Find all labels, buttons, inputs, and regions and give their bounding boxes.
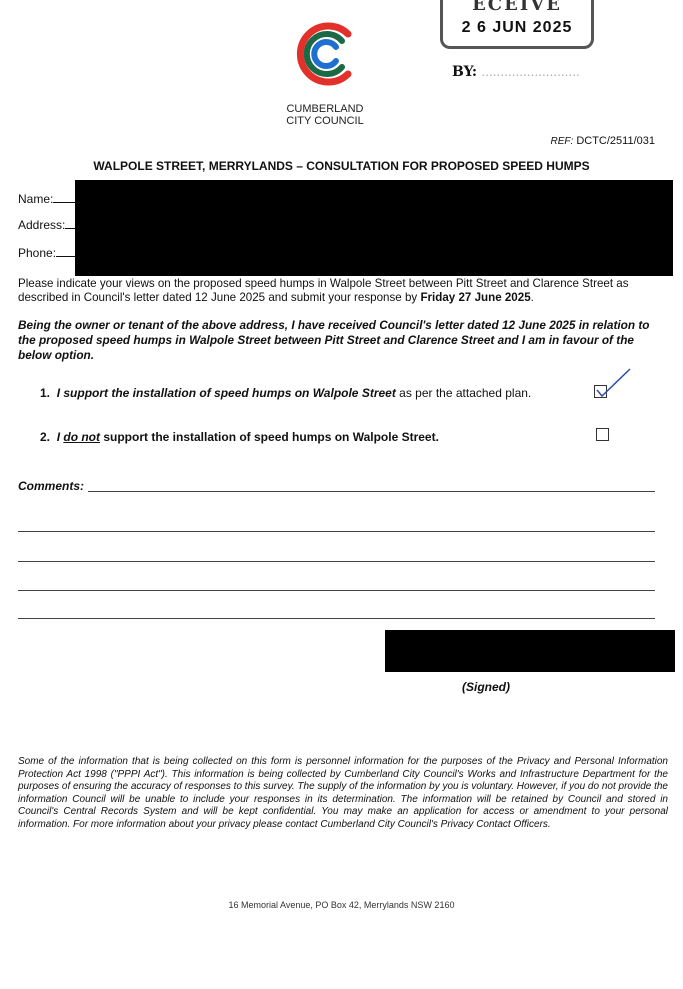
intro-text: Please indicate your views on the propos…: [18, 277, 629, 304]
redaction-block: [75, 180, 673, 276]
stamp-by: BY: ..........................: [452, 64, 580, 80]
option-number: 1.: [40, 386, 51, 400]
intro-paragraph: Please indicate your views on the propos…: [18, 277, 629, 304]
comment-line[interactable]: [18, 590, 655, 591]
comment-line[interactable]: [18, 618, 655, 619]
signed-label: (Signed): [462, 680, 510, 694]
option-oppose: 2. I do not support the installation of …: [40, 430, 439, 444]
received-stamp: ECEIVE 2 6 JUN 2025: [440, 0, 594, 49]
checkmark-icon: [596, 368, 631, 398]
deadline: Friday 27 June 2025: [420, 291, 531, 304]
oppose-checkbox[interactable]: [596, 428, 609, 441]
privacy-notice: Some of the information that is being co…: [18, 756, 668, 830]
page-title: WALPOLE STREET, MERRYLANDS – CONSULTATIO…: [93, 159, 590, 173]
option-text: I support the installation of speed hump…: [56, 386, 396, 400]
comment-line[interactable]: [18, 561, 655, 562]
option-text-rest: as per the attached plan.: [395, 386, 532, 400]
comment-line[interactable]: [88, 491, 655, 492]
option-text-underlined: do not: [63, 430, 101, 444]
declaration: Being the owner or tenant of the above a…: [18, 318, 650, 362]
option-support: 1. I support the installation of speed h…: [40, 386, 531, 400]
stamp-date: 2 6 JUN 2025: [461, 19, 573, 36]
name-label: Name:: [18, 192, 54, 206]
stamp-word: ECEIVE: [472, 0, 562, 15]
ref-value: DCTC/2511/031: [576, 135, 655, 147]
footer-address: 16 Memorial Avenue, PO Box 42, Merryland…: [228, 900, 455, 910]
phone-label: Phone:: [18, 246, 57, 260]
ref-label: REF:: [550, 136, 574, 147]
option-text-pre: I: [56, 430, 64, 444]
stamp-by-label: BY:: [452, 64, 478, 80]
signature-redaction: [385, 630, 675, 672]
comments-label: Comments:: [18, 479, 85, 493]
reference: REF: DCTC/2511/031: [550, 135, 655, 147]
council-name-line2: CITY COUNCIL: [286, 115, 364, 127]
address-label: Address:: [18, 218, 66, 232]
stamp-by-dots: ..........................: [481, 68, 581, 78]
name-field[interactable]: Name:: [18, 192, 94, 206]
council-logo-icon: [296, 22, 352, 86]
council-name-line1: CUMBERLAND: [286, 103, 364, 115]
comment-line[interactable]: [18, 531, 655, 532]
option-text-post: support the installation of speed humps …: [100, 430, 439, 444]
option-number: 2.: [40, 430, 51, 444]
